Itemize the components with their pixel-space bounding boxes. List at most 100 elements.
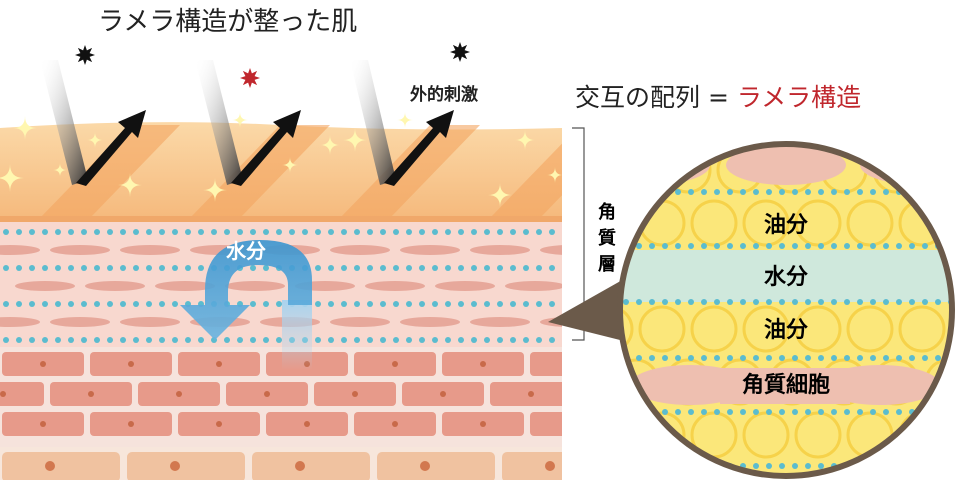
oil-droplet bbox=[690, 305, 738, 353]
lipid-dot bbox=[68, 337, 74, 343]
lipid-dot bbox=[948, 243, 951, 249]
lipid-dot bbox=[315, 265, 321, 271]
cell-nucleus bbox=[545, 461, 555, 471]
label-char: 質 bbox=[598, 227, 616, 249]
lipid-dot bbox=[753, 243, 759, 249]
external-stimulus-label: 外的刺激 bbox=[410, 84, 478, 105]
lipid-dot bbox=[740, 189, 746, 195]
oil-droplet bbox=[621, 305, 634, 353]
corneocyte-cell bbox=[85, 281, 145, 291]
lipid-dot bbox=[688, 189, 694, 195]
sparkle-icon bbox=[118, 173, 142, 197]
lipid-dot bbox=[883, 189, 889, 195]
lipid-dot bbox=[896, 409, 902, 415]
stratum-corneum-label: 角 質 層 bbox=[598, 201, 616, 275]
lipid-dot bbox=[688, 299, 694, 305]
lipid-dot bbox=[458, 229, 464, 235]
lipid-dot bbox=[662, 355, 668, 361]
oil-droplet bbox=[742, 199, 790, 247]
lipid-dot bbox=[922, 189, 928, 195]
lipid-dot bbox=[883, 463, 889, 469]
corneocyte-cell bbox=[365, 281, 425, 291]
lipid-dot bbox=[896, 243, 902, 249]
lipid-dot bbox=[766, 243, 772, 249]
basal-cell bbox=[252, 452, 370, 480]
lipid-dot bbox=[649, 355, 655, 361]
lipid-dot bbox=[597, 463, 603, 469]
lipid-dot bbox=[224, 337, 230, 343]
lipid-dot bbox=[471, 337, 477, 343]
lipid-dot bbox=[870, 355, 876, 361]
corneocyte-cell bbox=[50, 245, 110, 255]
lipid-dot bbox=[42, 265, 48, 271]
lipid-dot bbox=[909, 299, 915, 305]
lipid-dot bbox=[380, 337, 386, 343]
lipid-dot bbox=[597, 355, 603, 361]
lipid-dot bbox=[3, 301, 9, 307]
lipid-dot bbox=[81, 265, 87, 271]
lipid-dot bbox=[445, 337, 451, 343]
lipid-dot bbox=[250, 337, 256, 343]
layer-label-water: 水分 bbox=[764, 265, 808, 290]
lipid-dot bbox=[701, 299, 707, 305]
lipid-dot bbox=[623, 189, 629, 195]
lipid-dot bbox=[445, 265, 451, 271]
corneocyte-cell bbox=[726, 145, 846, 185]
lipid-dot bbox=[662, 299, 668, 305]
cell-nucleus bbox=[295, 461, 305, 471]
lipid-dot bbox=[870, 243, 876, 249]
lipid-dot bbox=[870, 299, 876, 305]
lipid-dot bbox=[935, 189, 941, 195]
lipid-dot bbox=[146, 229, 152, 235]
lipid-dot bbox=[766, 299, 772, 305]
lipid-dot bbox=[636, 355, 642, 361]
lipid-dot bbox=[484, 301, 490, 307]
lipid-dot bbox=[714, 243, 720, 249]
lipid-dot bbox=[623, 299, 629, 305]
lipid-dot bbox=[909, 463, 915, 469]
lipid-dot bbox=[792, 299, 798, 305]
lipid-dot bbox=[831, 299, 837, 305]
deflect-arrow-icon bbox=[231, 110, 301, 186]
layer-label-oil-top: 油分 bbox=[764, 213, 808, 238]
lipid-dot bbox=[701, 463, 707, 469]
lipid-dot bbox=[393, 229, 399, 235]
cell-nucleus bbox=[420, 461, 430, 471]
cell-nucleus bbox=[40, 421, 46, 427]
corneocyte-cell bbox=[0, 317, 40, 327]
stimulus-particle-icon bbox=[450, 42, 470, 62]
cell-nucleus bbox=[88, 391, 94, 397]
cell-nucleus bbox=[40, 361, 46, 367]
lipid-dot bbox=[29, 301, 35, 307]
lipid-dot bbox=[133, 337, 139, 343]
lipid-dot bbox=[42, 301, 48, 307]
lipid-dot bbox=[675, 243, 681, 249]
lipid-dot bbox=[935, 355, 941, 361]
lipid-dot bbox=[289, 229, 295, 235]
cell-nucleus bbox=[568, 421, 574, 427]
sparkle-icon bbox=[53, 163, 67, 177]
lipid-dot bbox=[779, 189, 785, 195]
lipid-dot bbox=[497, 337, 503, 343]
lipid-dot bbox=[818, 463, 824, 469]
lipid-dot bbox=[779, 243, 785, 249]
layer-label-oil-bottom: 油分 bbox=[764, 318, 808, 343]
lipid-dot bbox=[818, 355, 824, 361]
lipid-dot bbox=[107, 337, 113, 343]
oil-droplet bbox=[794, 305, 842, 353]
lipid-dot bbox=[805, 189, 811, 195]
lipid-dot bbox=[406, 337, 412, 343]
lipid-dot bbox=[766, 463, 772, 469]
lipid-dot bbox=[55, 229, 61, 235]
lipid-dot bbox=[81, 229, 87, 235]
moisture-arrow: 水分 bbox=[180, 239, 312, 370]
lipid-dot bbox=[883, 299, 889, 305]
lipid-dot bbox=[714, 355, 720, 361]
surface-edge bbox=[0, 216, 562, 222]
lipid-dot bbox=[172, 265, 178, 271]
lipid-dot bbox=[315, 337, 321, 343]
lipid-dot bbox=[68, 301, 74, 307]
oil-droplet bbox=[794, 199, 842, 247]
lipid-dot bbox=[55, 337, 61, 343]
lipid-dot bbox=[458, 301, 464, 307]
